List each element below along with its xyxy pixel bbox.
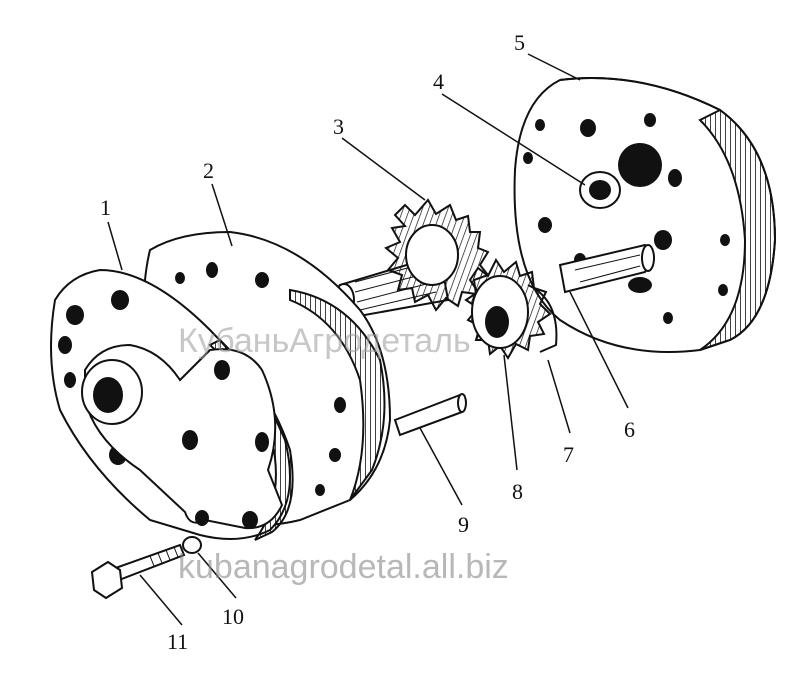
callout-6: 6: [624, 417, 635, 442]
leader-10: [197, 552, 237, 599]
callout-9: 9: [458, 512, 469, 537]
leader-2: [211, 183, 233, 247]
part-6-driven-shaft: [558, 243, 655, 294]
leader-1: [107, 221, 123, 271]
callout-10: 10: [222, 604, 244, 629]
callout-11: 11: [167, 629, 188, 654]
leader-11: [139, 574, 183, 626]
part-10-washer: [182, 536, 202, 554]
part-5-rear-cover: [513, 77, 777, 353]
watermark-site: kubanagrodetal.all.biz: [178, 548, 509, 586]
part-8-driven-gear: [464, 258, 558, 360]
leader-9: [419, 427, 463, 506]
leader-8: [503, 354, 518, 471]
callout-labels: 1 2 3 4 5 6 7 8 9 10 11: [100, 30, 635, 654]
leader-4: [441, 93, 586, 186]
part-1-front-cover: [50, 268, 294, 541]
leader-5: [527, 53, 581, 81]
leader-lines: [107, 53, 629, 626]
watermark-brand: КубаньАгродеталь: [178, 322, 471, 360]
leader-6: [569, 291, 629, 409]
leader-7: [547, 359, 571, 434]
callout-1: 1: [100, 195, 111, 220]
part-9-pin: [393, 393, 467, 437]
callout-8: 8: [512, 479, 523, 504]
callout-4: 4: [433, 69, 444, 94]
callout-5: 5: [514, 30, 525, 55]
callout-2: 2: [203, 158, 214, 183]
callout-3: 3: [333, 114, 344, 139]
leader-3: [341, 137, 426, 201]
part-11-bolt: [90, 543, 186, 600]
callout-7: 7: [563, 442, 574, 467]
